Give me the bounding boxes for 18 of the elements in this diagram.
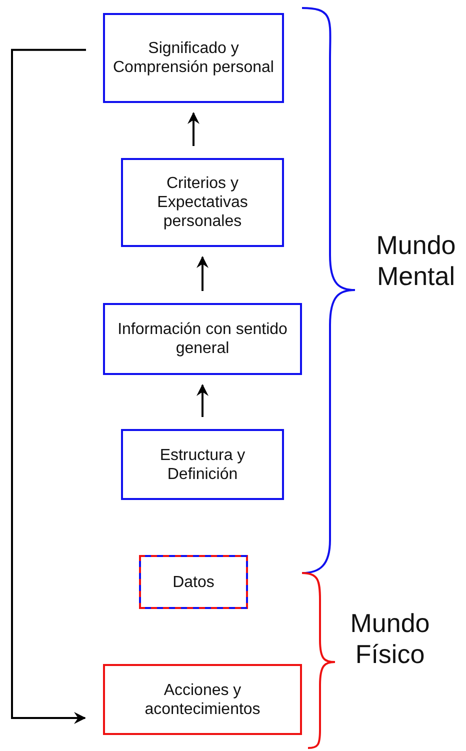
- box-label: Acciones y acontecimientos: [144, 680, 262, 718]
- box-label: Estructura y Definición: [158, 446, 246, 484]
- box-label: Significado y Comprensión personal: [112, 39, 275, 77]
- process-box: [139, 555, 248, 609]
- process-box: [103, 303, 302, 375]
- box-label: Criterios y Expectativas personales: [156, 174, 249, 231]
- process-box: [103, 664, 302, 735]
- group-label: Mundo Mental: [375, 230, 457, 292]
- arrow: [196, 256, 208, 291]
- process-box: [121, 429, 284, 500]
- process-box: [103, 13, 284, 103]
- box-label: Datos: [172, 572, 214, 592]
- arrow: [196, 384, 208, 417]
- arrow: [11, 48, 86, 724]
- group-label: Mundo Físico: [349, 608, 431, 670]
- process-box: [121, 158, 284, 247]
- arrow: [188, 112, 200, 146]
- box-label: Información con sentido general: [116, 320, 288, 358]
